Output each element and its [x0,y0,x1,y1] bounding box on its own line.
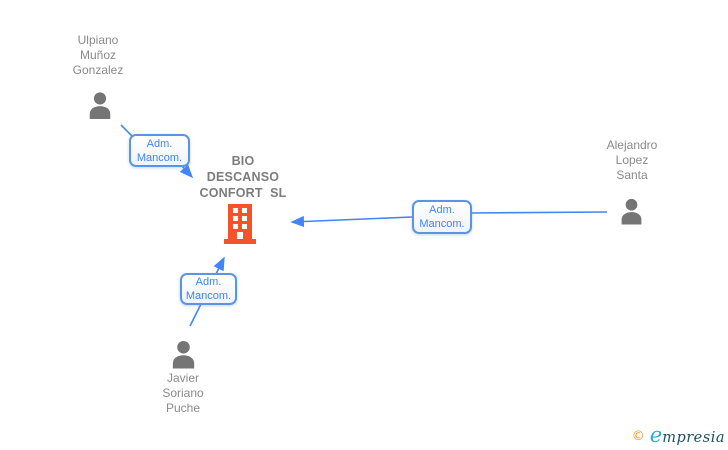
person-name-javier[interactable]: Javier Soriano Puche [162,371,204,415]
brand-initial: e [649,423,663,447]
person-name-alejandro[interactable]: Alejandro Lopez Santa [606,138,658,182]
brand-text: mpresia [662,430,725,446]
copyright-icon: © [631,429,645,444]
relationship-label-adm-mancom-1[interactable]: Adm. Mancom. [129,134,190,167]
arrow-label-to-company-left [290,215,413,228]
relationship-label-adm-mancom-2[interactable]: Adm. Mancom. [412,200,472,234]
person-name-ulpiano[interactable]: Ulpiano Muñoz Gonzalez [72,33,124,77]
building-icon[interactable] [224,204,256,244]
relationship-label-adm-mancom-3[interactable]: Adm. Mancom. [180,273,237,305]
arrow-alejandro-to-label [471,211,608,214]
company-name[interactable]: BIO DESCANSO CONFORT SL [199,154,287,200]
person-icon[interactable] [169,339,198,369]
empresia-logo: © empresia [632,423,725,447]
person-icon[interactable] [86,90,114,120]
person-icon[interactable] [618,196,645,226]
